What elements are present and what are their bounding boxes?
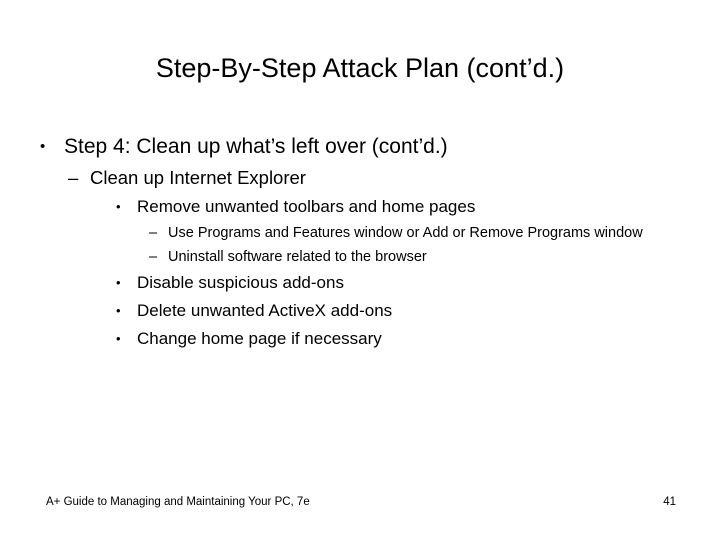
bullet-level3: • Remove unwanted toolbars and home page… bbox=[116, 194, 720, 220]
bullet-level4: – Uninstall software related to the brow… bbox=[149, 246, 664, 269]
bullet-level4-text: Use Programs and Features window or Add … bbox=[168, 225, 643, 241]
bullet-level4: – Use Programs and Features window or Ad… bbox=[149, 222, 664, 245]
bullet-dot-icon: • bbox=[116, 303, 121, 318]
bullet-level3: • Change home page if necessary bbox=[116, 326, 720, 352]
footer-page-number: 41 bbox=[663, 496, 676, 508]
bullet-level3-text: Change home page if necessary bbox=[137, 329, 382, 348]
bullet-dot-icon: • bbox=[40, 138, 46, 155]
bullet-level1-text: Step 4: Clean up what’s left over (cont’… bbox=[64, 135, 448, 158]
bullet-level1: • Step 4: Clean up what’s left over (con… bbox=[40, 131, 720, 162]
bullet-dash-icon: – bbox=[68, 167, 79, 188]
bullet-level4-text: Uninstall software related to the browse… bbox=[168, 249, 427, 265]
bullet-dot-icon: • bbox=[116, 331, 121, 346]
bullet-level3: • Disable suspicious add-ons bbox=[116, 270, 720, 296]
bullet-level3-text: Delete unwanted ActiveX add-ons bbox=[137, 301, 393, 320]
slide-footer: A+ Guide to Managing and Maintaining You… bbox=[0, 494, 720, 514]
bullet-dash-icon: – bbox=[149, 225, 158, 241]
bullet-dot-icon: • bbox=[116, 199, 121, 214]
bullet-level2: – Clean up Internet Explorer bbox=[68, 164, 720, 192]
bullet-level3-text: Remove unwanted toolbars and home pages bbox=[137, 197, 476, 216]
bullet-dot-icon: • bbox=[116, 275, 121, 290]
bullet-level2-text: Clean up Internet Explorer bbox=[90, 167, 306, 188]
bullet-level3-text: Disable suspicious add-ons bbox=[137, 273, 344, 292]
bullet-level3: • Delete unwanted ActiveX add-ons bbox=[116, 298, 720, 324]
footer-book-title: A+ Guide to Managing and Maintaining You… bbox=[46, 496, 310, 508]
slide-body: • Step 4: Clean up what’s left over (con… bbox=[0, 131, 720, 354]
bullet-dash-icon: – bbox=[149, 249, 158, 265]
slide-title: Step-By-Step Attack Plan (cont’d.) bbox=[155, 53, 565, 83]
